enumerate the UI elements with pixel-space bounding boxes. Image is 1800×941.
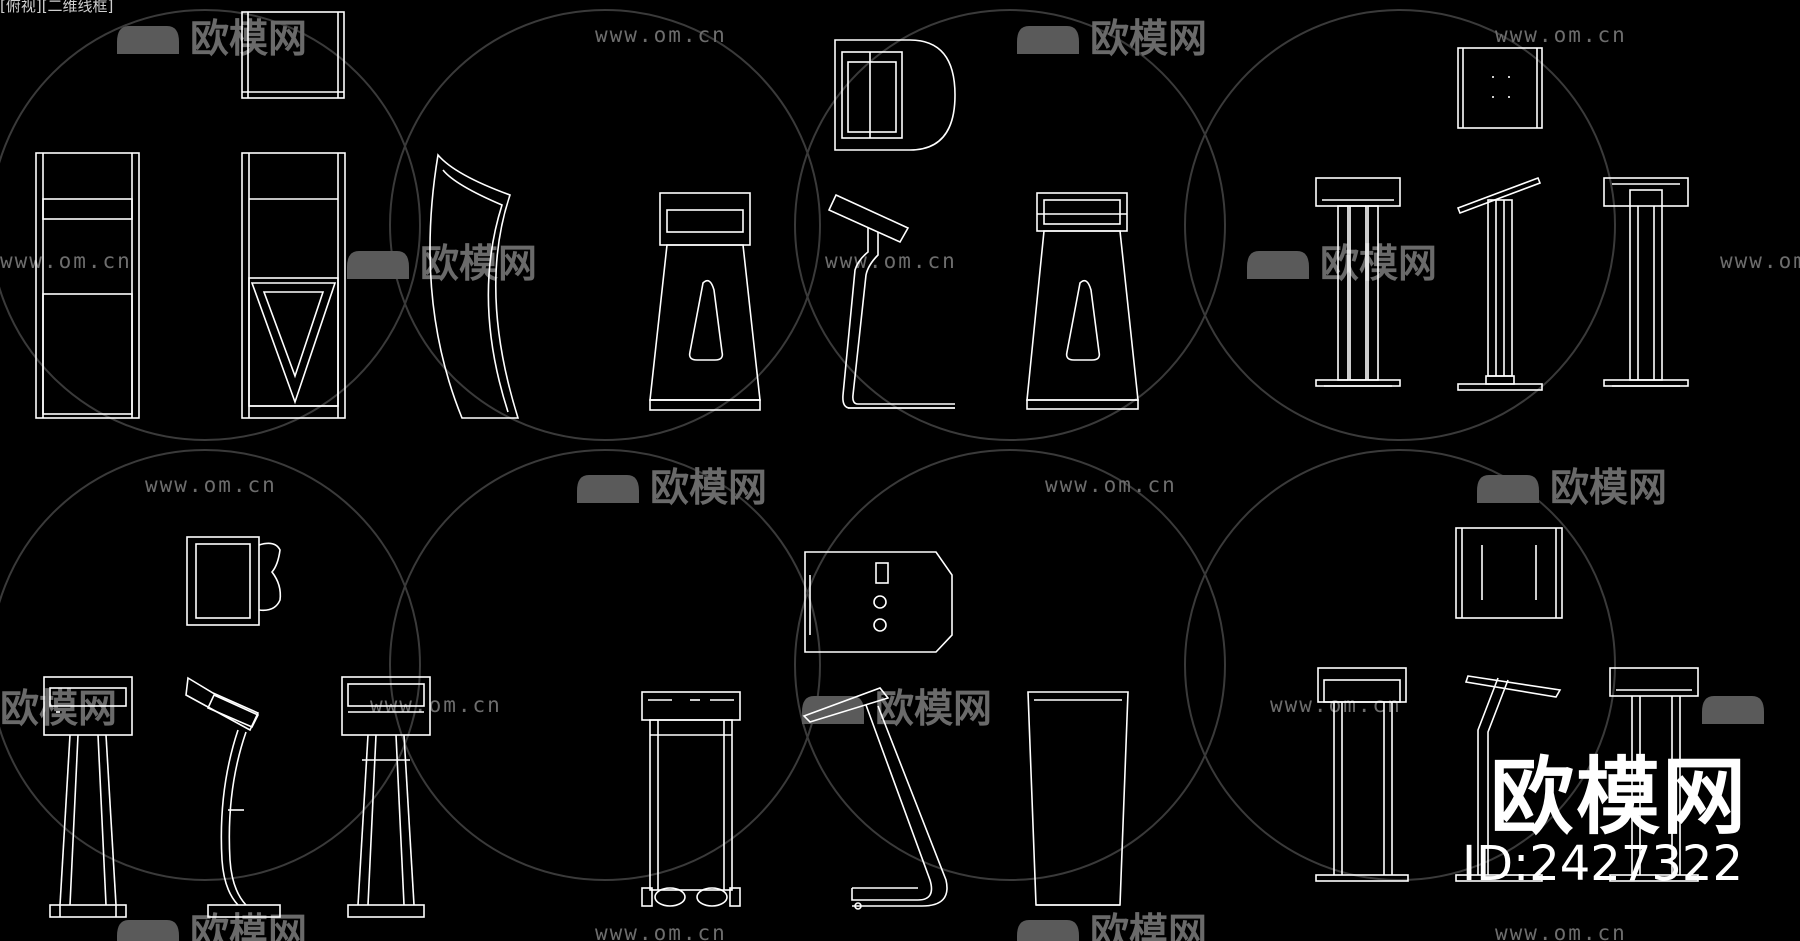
podium-5-front <box>641 691 741 907</box>
sofa-logo-icon <box>577 475 639 503</box>
sofa-logo-icon <box>1702 696 1764 724</box>
watermark-brand: 欧模网 <box>1090 911 1207 941</box>
watermark-url: www.om.cn <box>595 23 727 47</box>
watermark-brand: 欧模网 <box>650 466 767 511</box>
podium-set-3 <box>1315 47 1689 391</box>
watermark-url: www.om.cn <box>1495 23 1627 47</box>
podium-3-plan <box>1457 47 1543 129</box>
sofa-logo-icon <box>1017 920 1079 941</box>
watermark-url: www.om.cn <box>1270 693 1402 717</box>
podium-6-plan <box>1455 527 1563 619</box>
podium-6-side <box>1455 675 1562 882</box>
watermark-url: www.om.cn <box>1045 473 1177 497</box>
podium-2-front <box>649 192 761 411</box>
watermark-url: www.om.cn <box>1495 921 1627 941</box>
podium-1-curved-side <box>429 153 520 419</box>
podium-drawings <box>35 11 1699 918</box>
podium-5-plan <box>804 551 953 653</box>
podium-4-plan <box>186 536 282 626</box>
podium-1-side-v <box>241 152 346 419</box>
viewport-label[interactable]: [俯视][二维线框] <box>0 0 114 15</box>
podium-6-front <box>1315 667 1409 882</box>
podium-4-front <box>43 676 133 918</box>
podium-4-side <box>185 676 281 918</box>
watermark-brand: 欧模网 <box>190 911 307 941</box>
podium-set-6 <box>1315 527 1699 882</box>
watermark-url: www.om.cn <box>0 249 132 273</box>
watermark-brand: 欧模网 <box>875 687 992 732</box>
podium-set-4 <box>43 536 431 918</box>
watermark-circles <box>0 9 1616 881</box>
sofa-logo-icon <box>1477 475 1539 503</box>
podium-1-plan <box>241 11 345 99</box>
watermark-id: ID:2427322 <box>1461 836 1743 892</box>
watermark-url: www.om.cn <box>595 921 727 941</box>
sofa-logo-icon <box>347 251 409 279</box>
podium-set-2 <box>649 39 1139 411</box>
watermark-url: www.om.cn <box>370 693 502 717</box>
watermark-logos: 欧模网 欧模网 欧模网 欧模网 欧模网 欧模网 欧模网 欧模网 欧模网 欧模网 <box>0 17 1764 941</box>
sofa-logo-icon <box>1247 251 1309 279</box>
watermark-brand: 欧模网 <box>1550 466 1667 511</box>
watermark-url: www.om.cn <box>825 249 957 273</box>
sofa-logo-icon <box>1017 26 1079 54</box>
sofa-logo-icon <box>117 920 179 941</box>
podium-5-back <box>1027 691 1129 906</box>
sofa-logo-icon <box>802 696 864 724</box>
podium-3-side <box>1456 176 1543 391</box>
sofa-logo-icon <box>117 26 179 54</box>
podium-2-plan <box>834 39 956 151</box>
watermark-urls: www.om.cn www.om.cn www.om.cn www.om.cn … <box>0 23 1800 941</box>
podium-4-back <box>341 676 431 918</box>
podium-6-back <box>1609 667 1699 882</box>
podium-2-back <box>1026 192 1139 410</box>
podium-3-back <box>1603 177 1689 387</box>
watermark-url: www.om.cn <box>145 473 277 497</box>
podium-set-5 <box>641 551 1129 910</box>
podium-5-side <box>802 687 948 910</box>
watermark-brand: 欧模网 <box>0 687 117 732</box>
watermark-brand-large: 欧模网 <box>1489 748 1748 846</box>
podium-1-front <box>35 152 140 419</box>
watermark-brand: 欧模网 <box>420 242 537 287</box>
podium-3-front <box>1315 177 1401 387</box>
podium-set-1 <box>35 11 520 419</box>
watermark-brand: 欧模网 <box>1090 17 1207 62</box>
watermark-url: www.om.cn <box>1720 249 1800 273</box>
podium-2-side <box>827 193 955 409</box>
